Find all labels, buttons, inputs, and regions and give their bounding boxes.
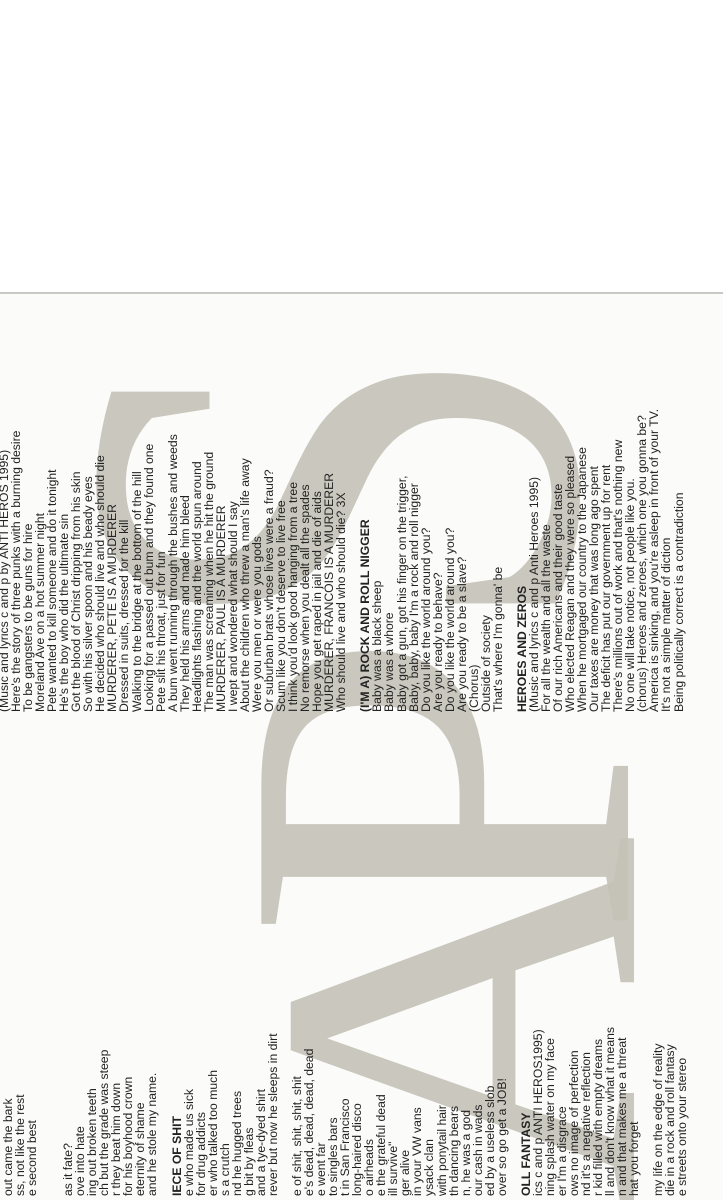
lyric-line: with ponytail hair: [434, 1105, 449, 1196]
lyric-line: They held his arms and made him bleed: [177, 495, 192, 712]
lyric-line: Baby, baby, baby I'm a rock and roll nig…: [406, 483, 421, 712]
lyric-line: Headlights flashing and the world spun a…: [189, 461, 204, 712]
lyric-line: Are you ready to be a slave?: [454, 556, 469, 712]
lyric-line: er who talked too much: [205, 1069, 220, 1196]
lyric-line: A bum went running through the bushes an…: [165, 434, 180, 712]
lyric-line: Baby was a whore: [382, 612, 397, 712]
left-column: out came the bark ss, not like the rest …: [1, 1027, 690, 1196]
lyric-line: ysack clan: [422, 1139, 437, 1196]
lyric-line: s a crutch: [217, 1143, 232, 1196]
lyric-line: rever but now he sleeps in dirt: [265, 1033, 280, 1196]
page-edge: [0, 292, 723, 294]
lyric-line: over so go get a JOB!: [494, 1078, 509, 1196]
lyric-line: Baby got a gun, got his finger on the tr…: [394, 475, 409, 712]
lyric-line: e streets onto your stereo: [675, 1057, 690, 1196]
lyric-line: That's where I'm gonna' be: [490, 566, 505, 712]
lyrics-page: A P S out came the bark ss, not like the…: [0, 294, 723, 1200]
lyric-line: Walking to the bridge at the bottom of t…: [129, 471, 144, 712]
lyric-line: Looking for a passed out bum and they fo…: [141, 443, 156, 712]
lyric-line: e second best: [25, 1120, 40, 1196]
lyric-line: Are you ready to behave?: [430, 572, 445, 712]
lyric-line: e who made us sick: [181, 1088, 196, 1196]
rotated-frame: A P S out came the bark ss, not like the…: [0, 294, 723, 1200]
lyric-line: our cash in wads: [470, 1104, 485, 1196]
lyric-line: ed by a useless slob: [482, 1085, 497, 1196]
lyric-line: and he stole my name.: [145, 1072, 160, 1196]
lyric-line: hat you forget: [627, 1121, 642, 1196]
lyric-line: Dressed in suits, dressed for the kill: [117, 519, 132, 712]
lyric-line: Who should live and who should die? 3X: [334, 492, 349, 712]
song-title-piece-of-shit: IECE OF SHIT: [169, 1116, 184, 1196]
blank-scan-area: [0, 0, 723, 292]
lyric-line: n, he was a god: [458, 1109, 473, 1196]
lyric-line: Being politically correct is a contradic…: [671, 492, 686, 712]
lyric-line: th dancing bears: [446, 1105, 461, 1196]
lyric-line: Do you like the world around you?: [418, 527, 433, 712]
lyric-line: nd he hugged trees: [229, 1090, 244, 1196]
lyric-line: Pete slit his throat, just for fun: [153, 551, 168, 712]
right-column: (Music and lyrics c and p by ANTI HEROS …: [0, 409, 686, 712]
lyric-line: for drug addicts: [193, 1111, 208, 1196]
lyric-line: It's not a simple matter of diction: [659, 537, 674, 712]
lyric-line: Do you like the world around you?: [442, 527, 457, 712]
